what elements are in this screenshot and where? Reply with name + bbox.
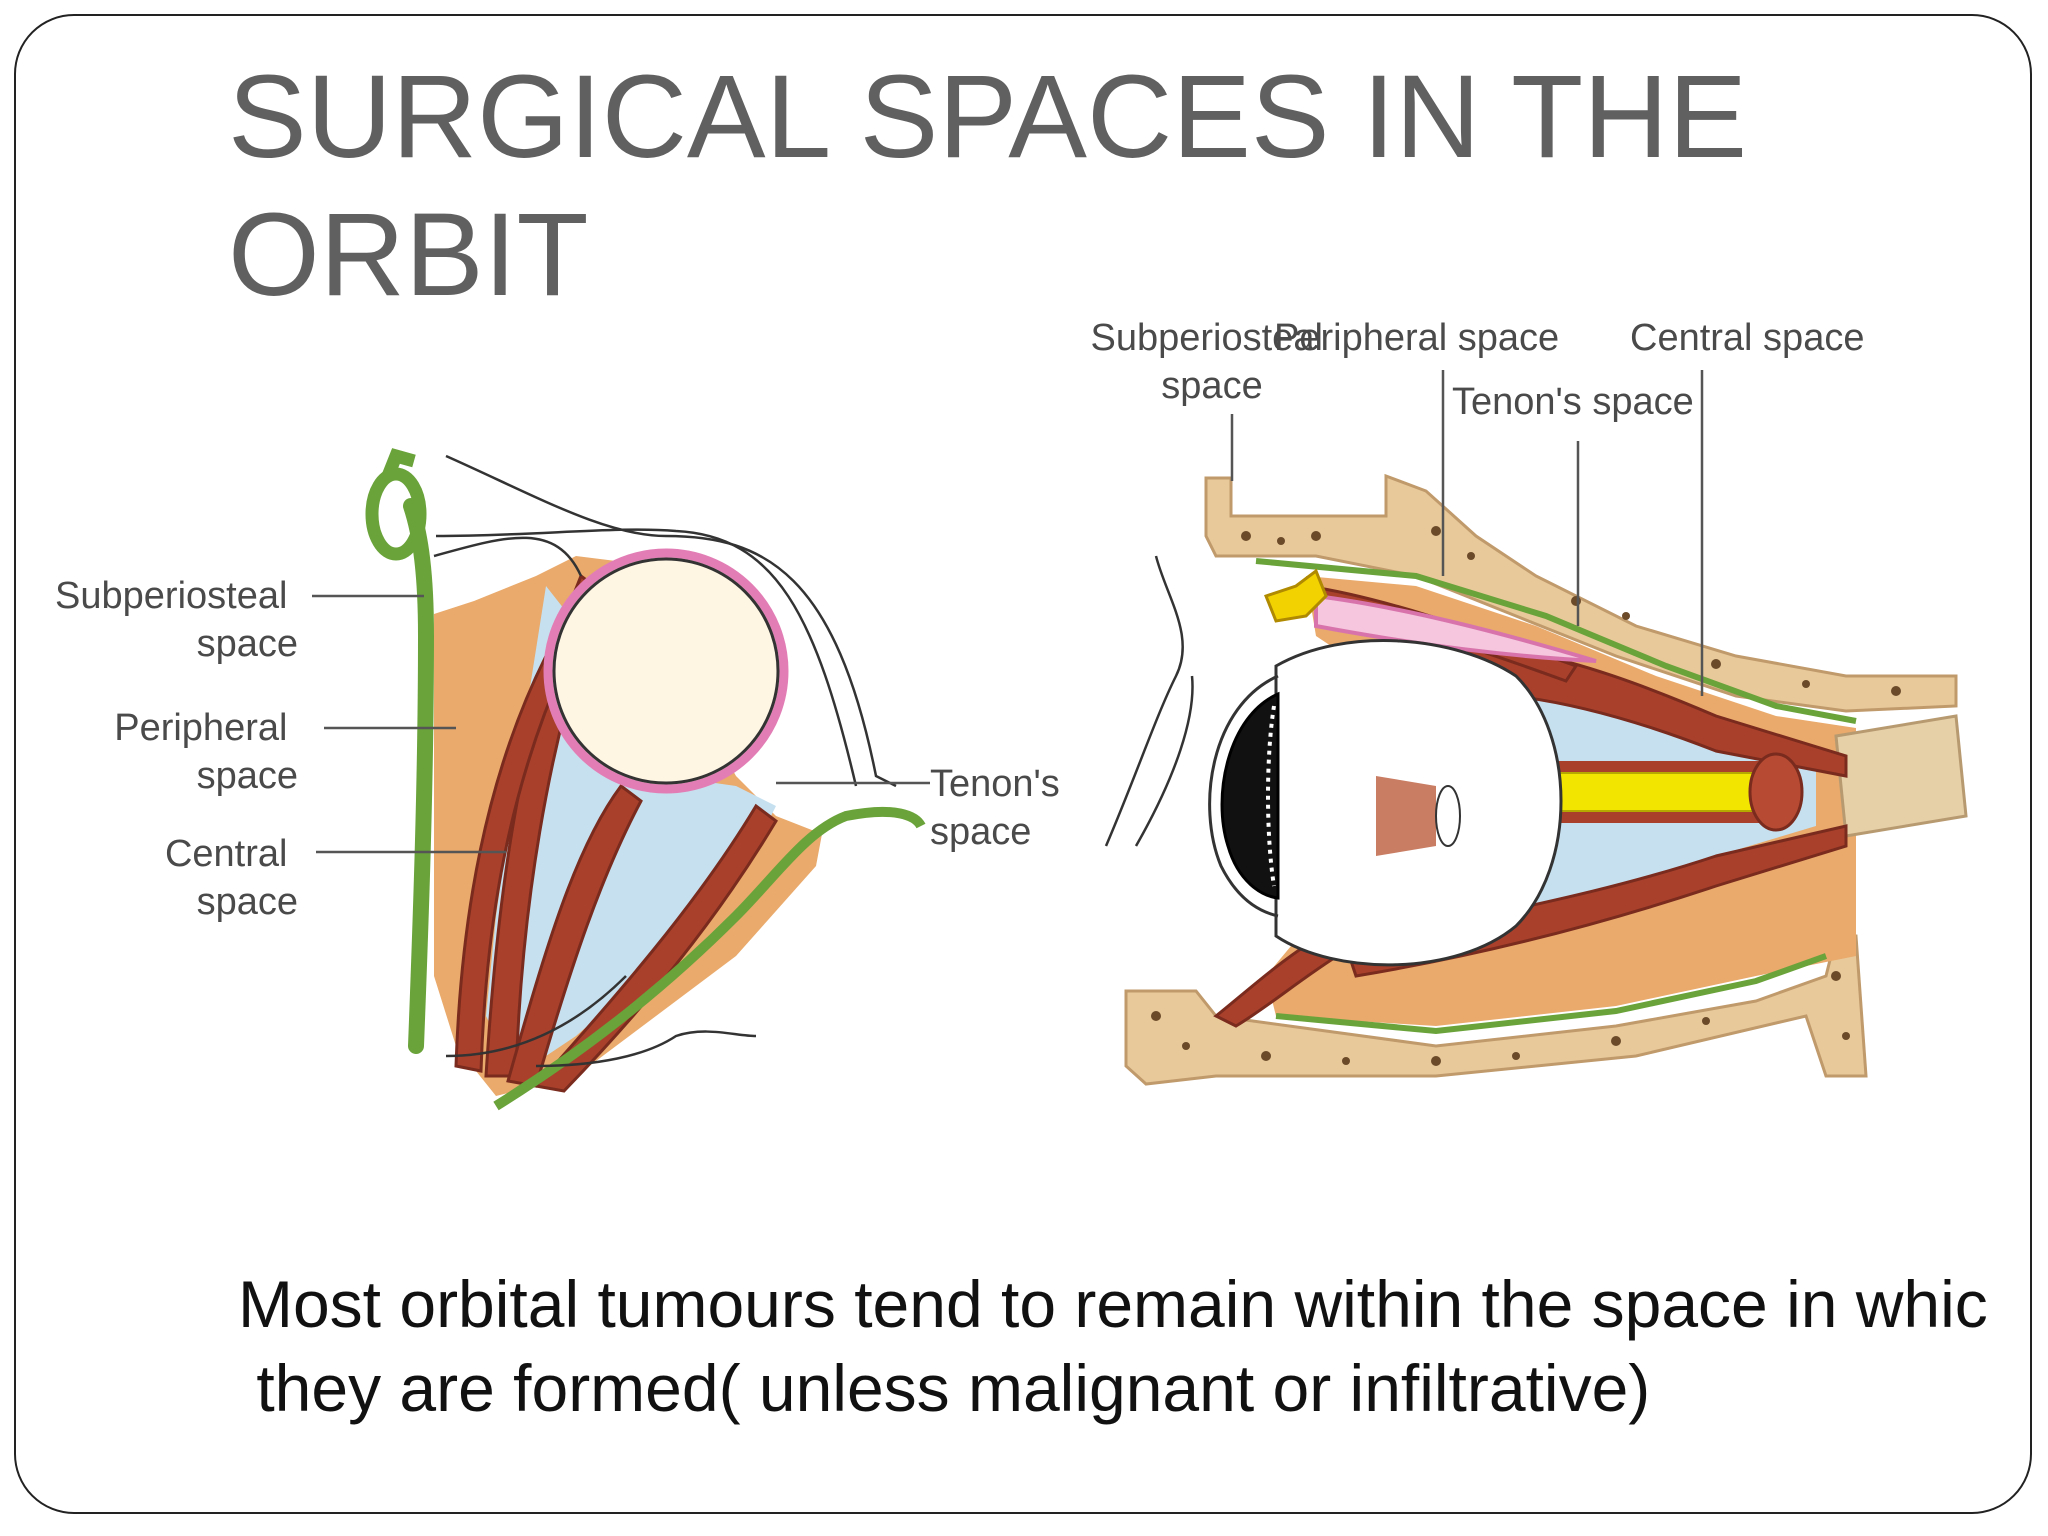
- right-optic-nerve: [1545, 772, 1767, 812]
- left-label-tenon: Tenon's space: [930, 763, 1070, 853]
- left-label-peripheral: Peripheral space: [114, 707, 298, 797]
- left-globe-outline: [552, 557, 780, 785]
- left-globe: [543, 548, 789, 794]
- right-label-central: Central space: [1630, 317, 1864, 359]
- right-upper-bone: [1204, 473, 1958, 713]
- left-orbit-diagram: Subperiosteal space Peripheral space Cen…: [55, 448, 1070, 1111]
- right-lens: [1435, 785, 1461, 847]
- orbit-diagram-figure: Subperiosteal space Peripheral space Cen…: [55, 317, 1968, 1111]
- left-supraorbital-ring: [365, 467, 427, 561]
- right-orbit-diagram: Subperiosteal space Peripheral space Cen…: [1091, 317, 1968, 1086]
- right-levator-sheath: [1314, 593, 1597, 663]
- left-label-central: Central space: [165, 833, 298, 923]
- right-label-tenon: Tenon's space: [1452, 381, 1694, 423]
- right-eyelid-lines: [1104, 555, 1194, 847]
- right-label-peripheral: Peripheral space: [1274, 317, 1559, 359]
- right-ciliary-body: [1376, 776, 1436, 856]
- slide-caption: Most orbital tumours tend to remain with…: [238, 1262, 2030, 1430]
- right-cornea: [1220, 691, 1280, 900]
- left-fascia-lines: [433, 454, 897, 1068]
- right-upper-periosteum: [1255, 558, 1857, 724]
- right-iris-fringe: [1266, 705, 1276, 887]
- left-label-subperiosteal: Subperiosteal space: [55, 575, 298, 665]
- right-label-subperiosteal: Subperiosteal space: [1091, 317, 1334, 407]
- right-lower-bone: [1124, 934, 1868, 1086]
- caption-line-1: Most orbital tumours tend to remain with…: [238, 1267, 1988, 1341]
- left-lower-periosteum: [493, 806, 926, 1111]
- left-ring-stem: [381, 448, 416, 479]
- left-extraocular-muscles: [454, 573, 778, 1093]
- right-bone-pores: [1151, 526, 1901, 1066]
- right-cornea-edge: [1208, 674, 1279, 918]
- right-optic-canal: [1834, 714, 1968, 838]
- right-leader-lines: [1230, 370, 1704, 696]
- left-periosteum: [403, 498, 435, 1054]
- right-trochlea: [1264, 568, 1328, 623]
- slide: SURGICAL SPACES IN THE ORBIT: [14, 14, 2032, 1514]
- title-line-2: ORBIT: [228, 189, 589, 321]
- title-line-1: SURGICAL SPACES IN THE: [228, 51, 1748, 183]
- right-nerve-cut-end: [1748, 752, 1804, 832]
- left-leader-lines: [312, 594, 930, 854]
- slide-title: SURGICAL SPACES IN THE ORBIT: [228, 48, 1928, 324]
- caption-line-2: they are formed( unless malignant or inf…: [238, 1351, 1651, 1425]
- right-lower-periosteum: [1275, 953, 1828, 1035]
